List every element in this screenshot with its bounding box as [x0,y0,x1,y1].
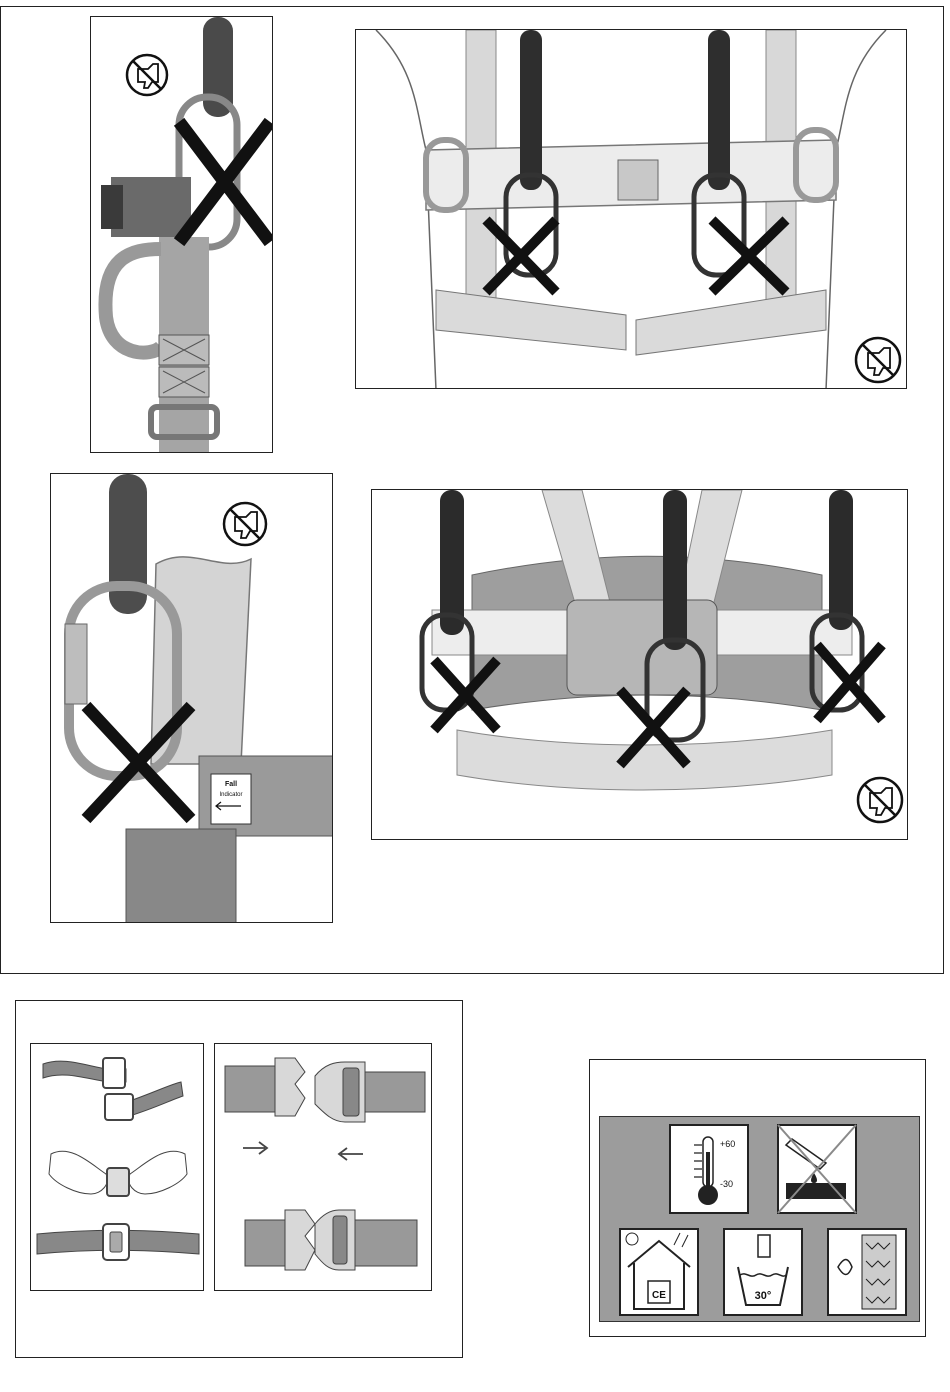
fall-indicator-illustration: Fall Indicator [51,474,333,923]
thumbs-down-prohibited-icon [127,55,167,95]
x-cross-icon [183,127,266,237]
rope-right [708,30,730,190]
care-symbols-panel: +60 -30 CE 30° [599,1116,920,1322]
pass-through-buckle-illustration [31,1044,204,1291]
rope-left [520,30,542,190]
loop [105,249,161,353]
arrow-right-icon [243,1142,267,1154]
panel-harness-side-rings [355,29,907,389]
lanyard-illustration [91,17,273,453]
sit-harness-illustration [372,490,908,840]
hand-wash-icon: 30° [724,1229,802,1315]
rope-end [109,474,147,614]
temperature-range-icon: +60 -30 [670,1125,748,1213]
panel-pass-through-buckle [30,1043,204,1291]
wash-temp-label: 30° [755,1290,772,1302]
harness-front-illustration [356,30,907,389]
inspect-webbing-icon [828,1229,906,1315]
thumbs-down-prohibited-icon [856,338,900,382]
panel-lanyard-connection [90,16,273,453]
indicator-label: Indicator [219,792,242,798]
panel-quick-release-buckle [214,1043,432,1291]
care-symbols-illustration: +60 -30 CE 30° [600,1117,921,1323]
quick-release-buckle-illustration [215,1044,432,1291]
temp-min-label: -30 [720,1179,733,1189]
thumbs-down-prohibited-icon [858,778,902,822]
panel-sit-harness-rings [371,489,908,840]
ce-mark-label: CE [652,1290,666,1301]
no-chemicals-icon [778,1125,856,1213]
arrow-left-icon [339,1148,363,1160]
thumbs-down-prohibited-icon [224,503,266,545]
panel-fall-indicator: Fall Indicator [50,473,333,923]
store-indoors-icon: CE [620,1229,698,1315]
fall-label: Fall [225,781,237,788]
temp-max-label: +60 [720,1139,735,1149]
